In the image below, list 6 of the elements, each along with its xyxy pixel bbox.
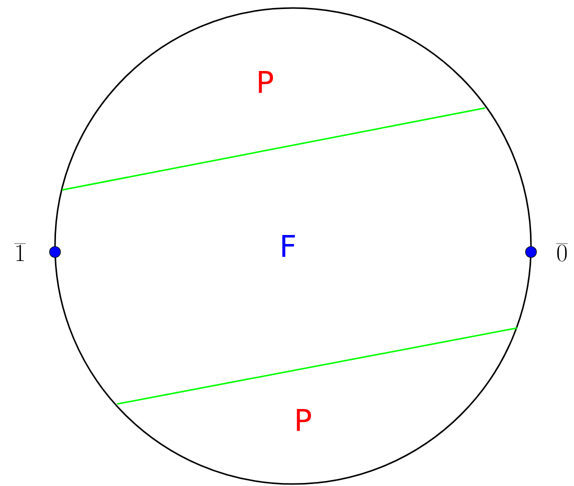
point-label: $\overline{0}$ — [556, 244, 568, 262]
point-label: $\overline{1}$ — [14, 244, 26, 261]
region-label: F — [282, 235, 295, 257]
region-label: P — [258, 71, 274, 93]
region-label: P — [296, 409, 312, 431]
circle-outline — [54, 7, 532, 485]
